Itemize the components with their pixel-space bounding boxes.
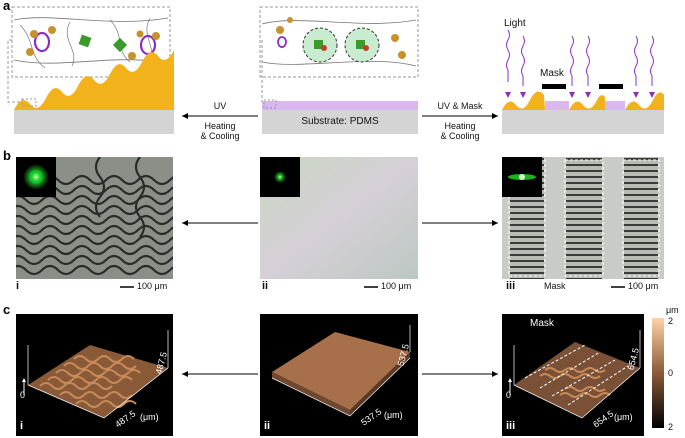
roman-b-iii: iii <box>506 280 516 292</box>
unit-c-ii: (μm) <box>384 410 403 420</box>
mask-label-c: Mask <box>530 318 554 329</box>
zero-c-i: 0 <box>20 390 26 400</box>
mask-label-a: Mask <box>540 68 564 79</box>
mask-label-b: Mask <box>544 281 566 291</box>
arrow-left-bottom2: & Cooling <box>200 131 240 141</box>
substrate-label: Substrate: PDMS <box>301 116 379 127</box>
scale-b-ii: 100 μm <box>381 281 412 291</box>
roman-c-ii: ii <box>264 420 271 432</box>
unit-c-i: (μm) <box>140 412 159 422</box>
scale-b-iii: 100 μm <box>628 281 659 291</box>
roman-b-ii: ii <box>262 280 269 292</box>
arrow-right-top: UV & Mask <box>437 101 483 111</box>
light-label: Light <box>504 18 526 29</box>
roman-b-i: i <box>16 280 20 292</box>
colorbar-unit: μm <box>666 305 679 315</box>
arrow-right-bottom2: & Cooling <box>440 131 480 141</box>
colorbar-mid: 0 <box>668 368 674 378</box>
panel-a-label: a <box>3 0 11 13</box>
arrow-left-bottom1: Heating <box>204 121 236 131</box>
zero-c-iii: 0 <box>506 390 512 400</box>
arrow-right-bottom1: Heating <box>444 121 476 131</box>
panel-b-label: b <box>3 148 11 163</box>
unit-c-iii: (μm) <box>614 412 633 422</box>
roman-c-i: i <box>20 420 24 432</box>
colorbar-top: 2 <box>668 316 674 326</box>
panel-c-label: c <box>3 302 11 317</box>
colorbar-bottom: 2 <box>668 422 674 432</box>
arrow-left-top: UV <box>213 101 227 111</box>
scale-b-i: 100 μm <box>137 281 168 291</box>
roman-c-iii: iii <box>506 420 516 432</box>
